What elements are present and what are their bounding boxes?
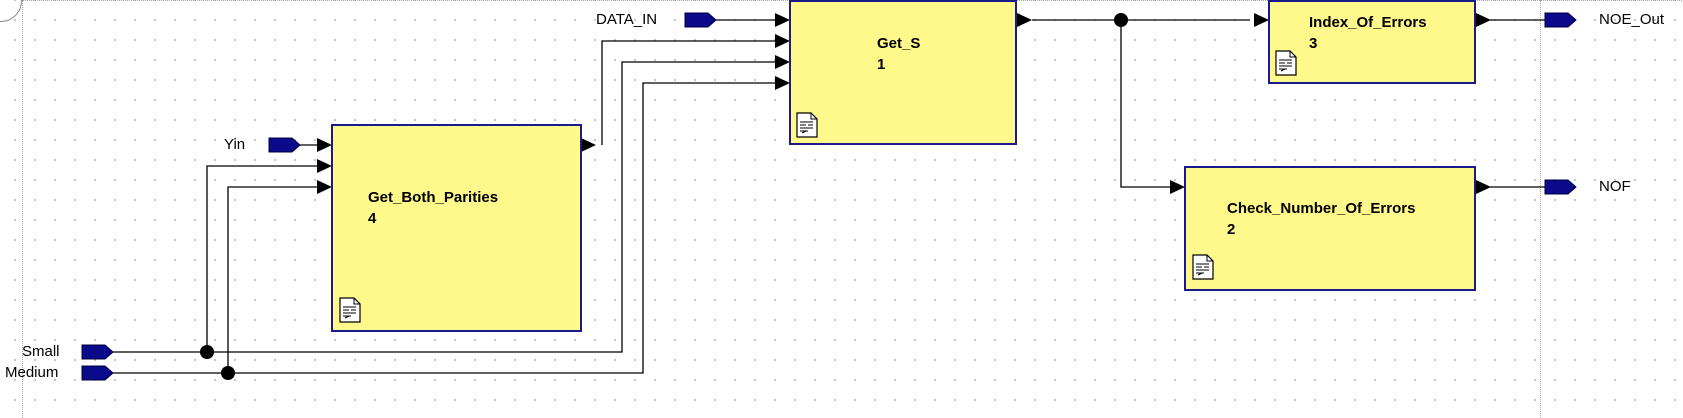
block-name: Index_Of_Errors (1309, 14, 1427, 31)
input-arrow-icon (317, 159, 332, 173)
sheet-border-right (1540, 0, 1541, 418)
block-number: 4 (368, 210, 377, 227)
input-arrow-icon (1254, 13, 1269, 27)
port-label-noe-out: NOE_Out (1599, 11, 1665, 28)
junction-dot (200, 345, 214, 359)
input-arrow-icon (317, 138, 332, 152)
wire-small-branch[interactable] (206, 165, 317, 352)
block-number: 3 (1309, 35, 1318, 52)
port-label-small: Small (22, 343, 60, 360)
sheet-border-left (22, 0, 23, 418)
block-name: Check_Number_Of_Errors (1227, 200, 1416, 217)
junction-dot (1114, 13, 1128, 27)
junction-dot (221, 366, 235, 380)
input-port-icon[interactable] (81, 365, 114, 381)
input-port-icon[interactable] (81, 344, 114, 360)
document-icon[interactable] (1192, 254, 1214, 280)
input-arrow-icon (775, 34, 790, 48)
block-name: Get_Both_Parities (368, 189, 499, 206)
block-name: Get_S (877, 35, 921, 52)
block-get-both-parities[interactable]: Get_Both_Parities 4 (331, 124, 582, 332)
output-arrow-icon (1017, 13, 1032, 27)
block-number: 1 (877, 56, 886, 73)
output-port-icon[interactable] (1544, 179, 1577, 195)
output-arrow-icon (581, 138, 596, 152)
port-label-yin: Yin (224, 136, 246, 153)
block-index-of-errors[interactable]: Index_Of_Errors 3 (1268, 0, 1476, 84)
port-label-nof: NOF (1599, 178, 1631, 195)
port-label-medium: Medium (5, 364, 59, 381)
wire-medium-branch[interactable] (227, 186, 317, 373)
input-port-icon[interactable] (268, 137, 301, 153)
input-arrow-icon (317, 180, 332, 194)
output-arrow-icon (1476, 180, 1491, 194)
input-port-icon[interactable] (684, 12, 717, 28)
input-arrow-icon (775, 55, 790, 69)
wire-medium[interactable] (113, 82, 775, 374)
wire-parities-to-get-s[interactable] (601, 40, 775, 145)
wire-small[interactable] (113, 61, 775, 353)
output-arrow-icon (1476, 13, 1491, 27)
document-icon[interactable] (796, 112, 818, 138)
output-port-icon[interactable] (1544, 12, 1577, 28)
port-label-data-in: DATA_IN (596, 11, 658, 28)
block-number: 2 (1227, 221, 1236, 238)
document-icon[interactable] (339, 297, 361, 323)
input-arrow-icon (775, 76, 790, 90)
document-icon[interactable] (1275, 50, 1297, 76)
block-get-s[interactable]: Get_S 1 (789, 0, 1017, 145)
wire-get-s-branch[interactable] (1120, 20, 1170, 188)
input-arrow-icon (775, 13, 790, 27)
input-arrow-icon (1170, 180, 1185, 194)
block-check-number-of-errors[interactable]: Check_Number_Of_Errors 2 (1184, 166, 1476, 291)
